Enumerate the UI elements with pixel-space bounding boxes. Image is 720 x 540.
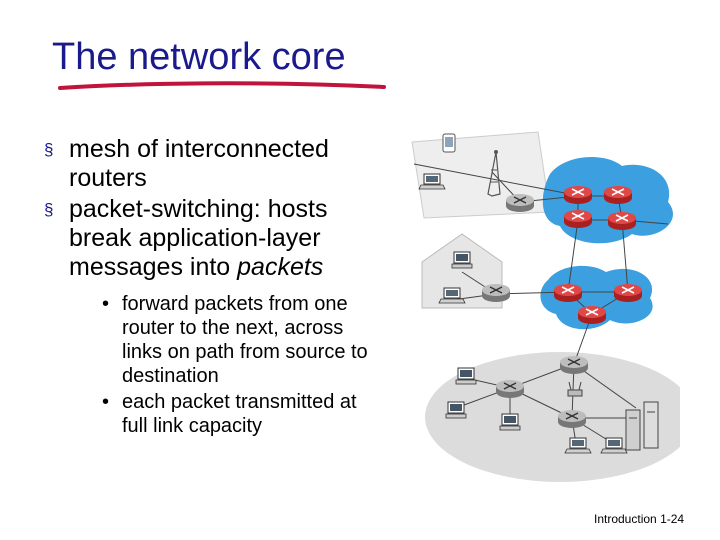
network-diagram — [411, 131, 680, 482]
page-number: 1-24 — [660, 512, 685, 526]
bullet-text: packet-switching: hosts break applicatio… — [69, 195, 328, 281]
bullet-item: § mesh of interconnected routers — [44, 135, 374, 193]
bullet-item: § packet-switching: hosts break applicat… — [44, 195, 374, 282]
isp-router-icon — [613, 283, 643, 303]
sub-bullet-item: • each packet transmitted at full link c… — [100, 390, 374, 438]
sub-bullet-marker: • — [102, 391, 110, 413]
enterprise-router-icon — [557, 409, 587, 429]
server-icon — [625, 401, 659, 451]
isp-router-icon — [577, 305, 607, 325]
cell-tower-icon — [487, 150, 501, 197]
isp-router-icon — [563, 185, 593, 205]
smartphone-icon — [442, 133, 456, 153]
sub-bullet-marker: • — [102, 293, 110, 315]
sub-bullet-text: each packet transmitted at full link cap… — [122, 391, 357, 437]
wifi-access-point-icon — [567, 381, 583, 397]
isp-router-icon — [603, 185, 633, 205]
enterprise-router-icon — [495, 379, 525, 399]
sub-bullet-item: • forward packets from one router to the… — [100, 292, 374, 388]
desktop-icon — [451, 251, 473, 269]
desktop-icon — [499, 413, 521, 431]
sub-bullet-list: • forward packets from one router to the… — [100, 292, 374, 438]
desktop-icon — [445, 401, 467, 419]
bullet-emphasis: packets — [237, 253, 324, 281]
bullet-marker: § — [44, 200, 54, 219]
isp-router-icon — [553, 283, 583, 303]
bullet-list: § mesh of interconnected routers § packe… — [44, 135, 374, 440]
footer-label: Introduction — [594, 512, 657, 526]
desktop-icon — [455, 367, 477, 385]
sub-bullet-text: forward packets from one router to the n… — [122, 293, 368, 387]
isp-cloud — [540, 265, 653, 330]
isp-router-icon — [563, 209, 593, 229]
enterprise-router-icon — [559, 355, 589, 375]
bullet-marker: § — [44, 140, 54, 159]
home-router-icon — [481, 283, 511, 303]
slide-title: The network core — [52, 36, 346, 78]
slide-footer: Introduction 1-24 — [594, 512, 684, 526]
isp-router-icon — [607, 211, 637, 231]
title-underline — [58, 81, 386, 90]
access-router-icon — [505, 193, 535, 213]
bullet-text: mesh of interconnected routers — [69, 135, 329, 192]
